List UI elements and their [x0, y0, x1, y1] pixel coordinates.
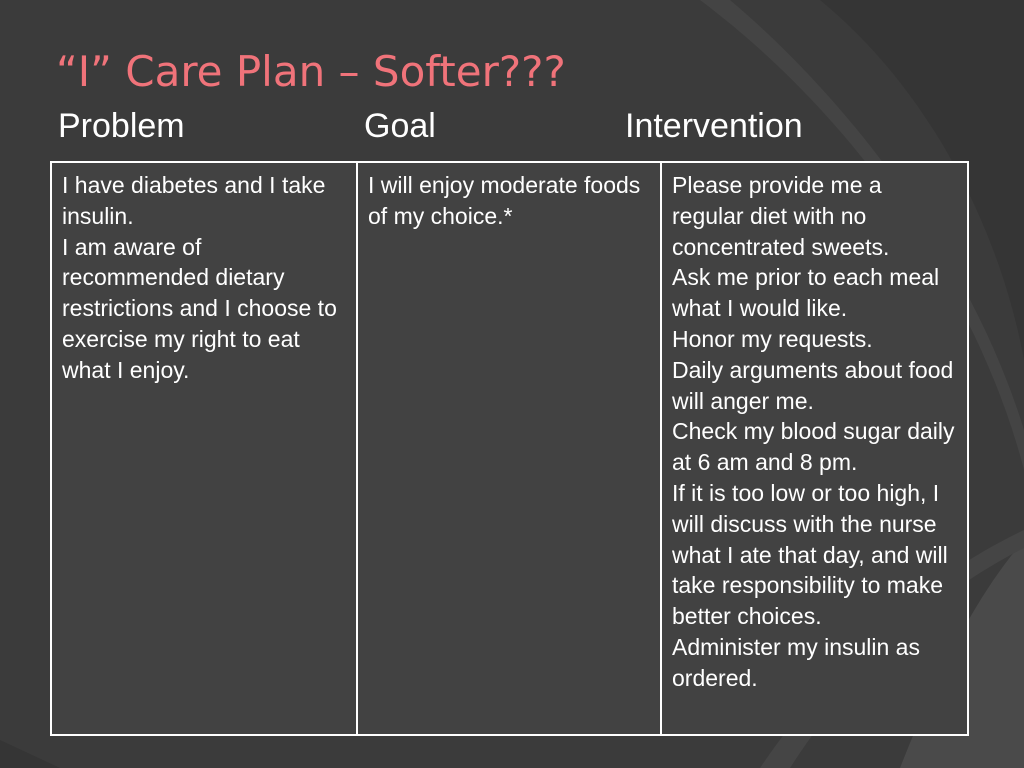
- intervention-text-line: Ask me prior to each meal what I would l…: [672, 264, 940, 322]
- table-row: I have diabetes and I take insulin. I am…: [50, 161, 969, 736]
- intervention-text-line: If it is too low or too high, I will dis…: [672, 479, 948, 630]
- intervention-text-line: Check my blood sugar daily at 6 am and 8…: [672, 418, 955, 476]
- problem-cell: I have diabetes and I take insulin. I am…: [50, 161, 358, 736]
- intervention-text-line: Honor my requests.: [672, 325, 873, 352]
- slide-title: “I” Care Plan – Softer???: [56, 47, 566, 96]
- intervention-cell: Please provide me a regular diet with no…: [660, 161, 969, 736]
- intervention-text-line: Please provide me a regular diet with no…: [672, 172, 890, 260]
- intervention-text-line: Administer my insulin as ordered.: [672, 633, 920, 691]
- goal-cell: I will enjoy moderate foods of my choice…: [356, 161, 662, 736]
- intervention-text-line: Daily arguments about food will anger me…: [672, 356, 954, 414]
- problem-text-line: I am aware of recommended dietary restri…: [62, 233, 337, 383]
- column-header-intervention: Intervention: [625, 107, 803, 145]
- column-header-problem: Problem: [58, 107, 185, 145]
- goal-text-line: I will enjoy moderate foods of my choice…: [368, 172, 641, 229]
- care-plan-table: I have diabetes and I take insulin. I am…: [50, 161, 969, 736]
- problem-text-line: I have diabetes and I take insulin.: [62, 172, 326, 229]
- column-header-goal: Goal: [364, 107, 436, 145]
